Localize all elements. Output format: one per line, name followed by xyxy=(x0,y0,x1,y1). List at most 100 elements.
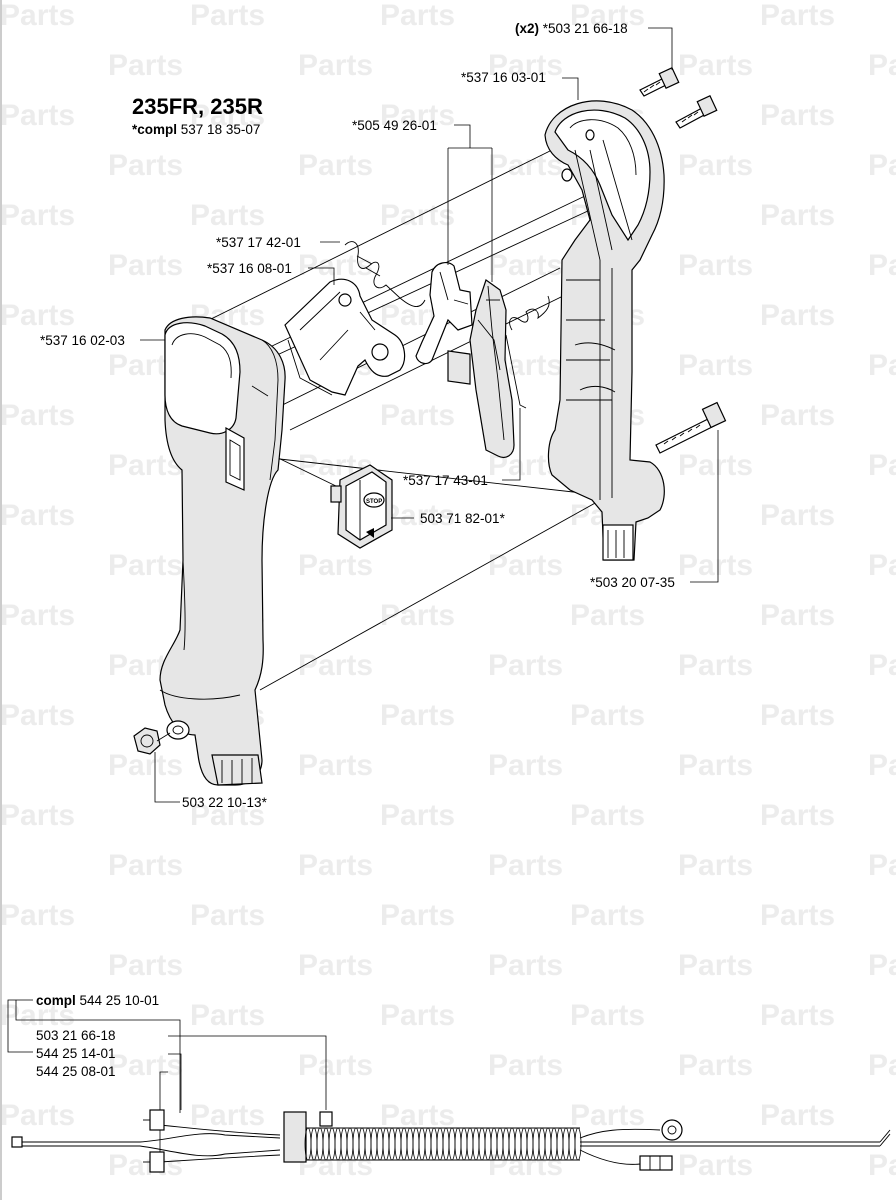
watermark-text: Parts xyxy=(570,799,645,832)
watermark-text: Parts xyxy=(678,149,753,182)
watermark-text: Parts xyxy=(488,549,563,582)
watermark-text: Parts xyxy=(380,799,455,832)
cable-part-c-label: 544 25 08-01 xyxy=(36,1064,116,1079)
watermark-text: Parts xyxy=(0,899,75,932)
nut-part xyxy=(133,727,171,755)
watermark-text: Parts xyxy=(0,299,75,332)
spring-throttle xyxy=(505,295,550,409)
cable-part-a-label: 503 21 66-18 xyxy=(36,1028,116,1043)
cable-compl-label: compl 544 25 10-01 xyxy=(36,993,159,1008)
label-stop-switch: 503 71 82-01* xyxy=(420,511,506,526)
watermark-text: Parts xyxy=(0,799,75,832)
watermark-text: Parts xyxy=(678,449,753,482)
watermark-text: Parts xyxy=(868,749,896,782)
coil-loop xyxy=(430,1127,438,1161)
watermark-text: Parts xyxy=(678,549,753,582)
part-labels: (x2) *503 21 66-18 *537 16 03-01 *505 49… xyxy=(40,21,675,810)
watermark-text: Parts xyxy=(298,849,373,882)
screw-bottom xyxy=(655,401,727,454)
watermark-text: Parts xyxy=(760,799,835,832)
watermark-text: Parts xyxy=(108,1049,183,1082)
coil-loop xyxy=(466,1127,474,1161)
watermark-text: Parts xyxy=(678,749,753,782)
coil-loop xyxy=(412,1127,420,1161)
cable-set-labels: compl 544 25 10-01 503 21 66-18 544 25 1… xyxy=(36,993,159,1079)
watermark-text: Parts xyxy=(190,0,265,32)
coil-loop xyxy=(388,1127,396,1161)
coil-loop xyxy=(418,1127,426,1161)
watermark-text: Parts xyxy=(0,199,75,232)
watermark-text: Parts xyxy=(868,349,896,382)
watermark-text: Parts xyxy=(380,99,455,132)
watermark-text: Parts xyxy=(678,649,753,682)
watermark-text: Parts xyxy=(380,399,455,432)
label-screw-top: (x2) *503 21 66-18 xyxy=(515,21,628,36)
label-spring-throttle: *537 17 43-01 xyxy=(403,473,488,488)
watermark-text: Parts xyxy=(108,49,183,82)
watermark-text: Parts xyxy=(190,1099,265,1132)
watermark-text: Parts xyxy=(190,899,265,932)
assembly-lines xyxy=(204,147,641,691)
watermark-text: Parts xyxy=(488,149,563,182)
model-title: 235FR, 235R xyxy=(132,94,263,119)
throttle-lock-part xyxy=(284,278,406,396)
watermark-text: Parts xyxy=(760,899,835,932)
watermark-text: Parts xyxy=(298,149,373,182)
coil-loop xyxy=(370,1127,378,1161)
watermark-text: Parts xyxy=(868,149,896,182)
cable-assembly xyxy=(11,1109,891,1173)
watermark-text: Parts xyxy=(0,1099,75,1132)
watermark-text: Parts xyxy=(298,949,373,982)
spring-lock xyxy=(344,241,426,307)
watermark-text: Parts xyxy=(108,749,183,782)
stop-switch-text: STOP xyxy=(366,499,382,505)
coil-loop xyxy=(472,1127,480,1161)
watermark-text: Parts xyxy=(190,799,265,832)
watermark-text: Parts xyxy=(0,999,75,1032)
watermark-text: Parts xyxy=(108,549,183,582)
stop-switch: STOP xyxy=(330,464,393,549)
watermark-text: Parts xyxy=(570,1099,645,1132)
watermark-text: Parts xyxy=(298,649,373,682)
watermark-text: Parts xyxy=(298,49,373,82)
watermark-text: Parts xyxy=(678,249,753,282)
watermark-text: Parts xyxy=(190,999,265,1032)
watermark-text: Parts xyxy=(760,999,835,1032)
watermark-text: Parts xyxy=(298,549,373,582)
cable-coil xyxy=(304,1127,582,1161)
watermark-text: Parts xyxy=(760,99,835,132)
throttle-lever-part xyxy=(415,262,473,385)
watermark-text: Parts xyxy=(0,599,75,632)
watermark-text: Parts xyxy=(760,699,835,732)
watermark-text: Parts xyxy=(868,1049,896,1082)
watermark-text: Parts xyxy=(570,599,645,632)
coil-loop xyxy=(400,1127,408,1161)
watermark-text: Parts xyxy=(380,699,455,732)
watermark-text: Parts xyxy=(108,949,183,982)
coil-loop xyxy=(382,1127,390,1161)
coil-loop xyxy=(562,1127,570,1161)
cable-part-b-label: 544 25 14-01 xyxy=(36,1046,116,1061)
coil-loop xyxy=(454,1127,462,1161)
label-screw-bottom: *503 20 07-35 xyxy=(590,575,675,590)
watermark-text: Parts xyxy=(190,199,265,232)
watermark-text: Parts xyxy=(570,999,645,1032)
watermark-text: Parts xyxy=(868,649,896,682)
coil-loop xyxy=(394,1127,402,1161)
watermark-text: Parts xyxy=(488,249,563,282)
handle-half-left xyxy=(159,316,286,786)
watermark-text: Parts xyxy=(760,199,835,232)
watermark-text: Parts xyxy=(0,499,75,532)
watermark-text: Parts xyxy=(570,0,645,32)
watermark-text: Parts xyxy=(488,749,563,782)
compl-kit-label: *compl 537 18 35-07 xyxy=(132,122,260,137)
throttle-trigger-part xyxy=(469,279,515,458)
watermark-text: Parts xyxy=(380,899,455,932)
watermark-text: Parts xyxy=(190,99,265,132)
coil-loop xyxy=(376,1127,384,1161)
watermark-text: Parts xyxy=(868,549,896,582)
coil-loop xyxy=(436,1127,444,1161)
watermark-text: Parts xyxy=(298,749,373,782)
watermark-text: Parts xyxy=(760,399,835,432)
